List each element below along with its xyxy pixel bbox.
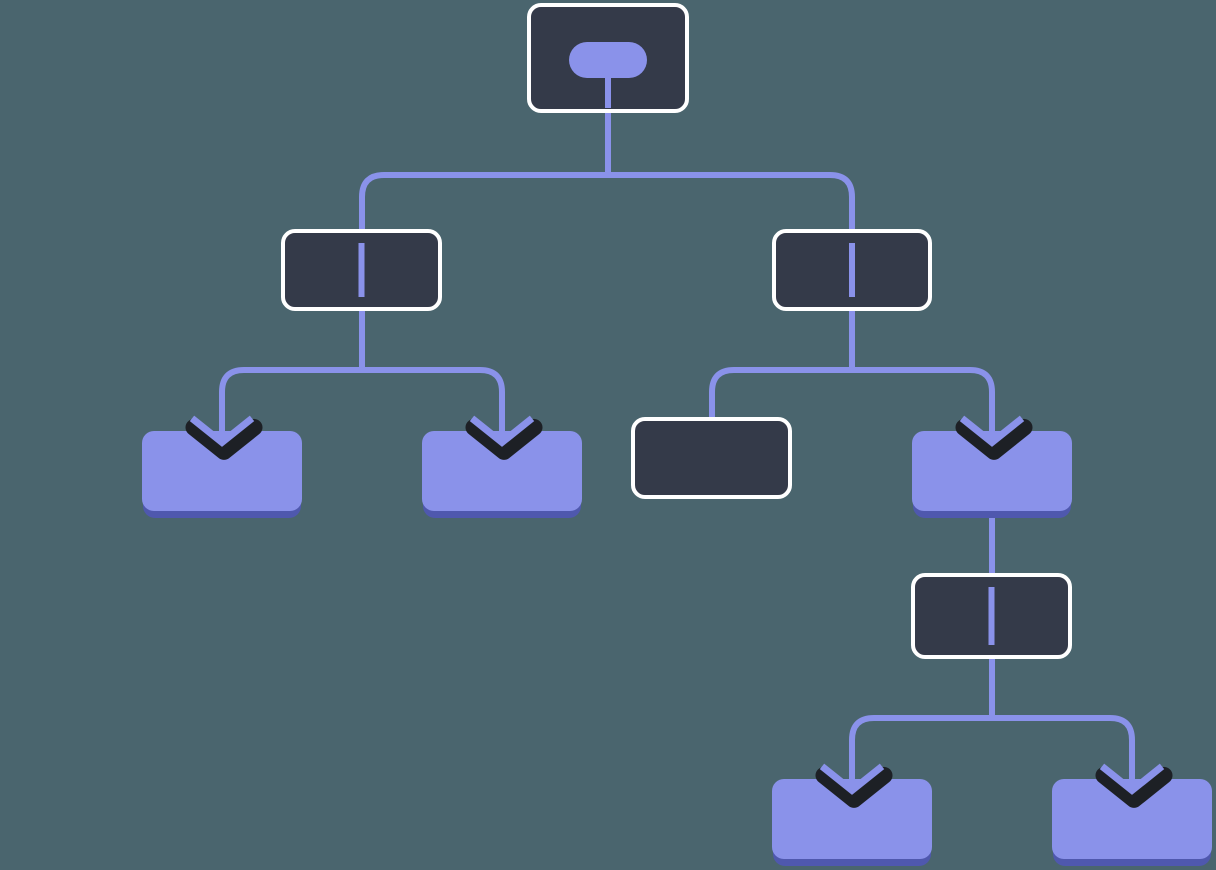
edge-level2-right-to-leaf-3 — [852, 367, 995, 436]
arrowhead-leaf-2-chevron — [469, 415, 535, 447]
root-node[interactable] — [527, 3, 689, 113]
leaf-node-4-body — [772, 779, 932, 859]
arrowhead-leaf-4 — [815, 763, 893, 808]
arrowhead-leaf-3-chevron — [959, 415, 1025, 447]
arrowhead-leaf-1-shadow — [185, 418, 263, 460]
level2-right-node[interactable] — [772, 229, 932, 311]
arrowhead-leaf-4-chevron — [819, 763, 885, 795]
edge-level2-right-to-empty-node — [709, 367, 852, 417]
leaf-node-2[interactable] — [422, 431, 582, 518]
empty-dark-node-body — [631, 417, 792, 499]
arrowhead-leaf-1 — [185, 415, 263, 460]
empty-dark-node[interactable] — [631, 417, 792, 499]
edge-root-to-level2-right — [608, 172, 855, 229]
level4-dark-node[interactable] — [911, 573, 1072, 659]
leaf-node-1-body — [142, 431, 302, 511]
arrowhead-leaf-5-shadow — [1095, 766, 1173, 808]
arrowhead-layer — [185, 415, 1173, 808]
node-layer — [142, 3, 1212, 866]
level2-left-node[interactable] — [281, 229, 442, 311]
edge-level2-left-to-leaf-1 — [219, 367, 362, 436]
arrowhead-leaf-5-chevron — [1099, 763, 1165, 795]
leaf-node-5[interactable] — [1052, 779, 1212, 866]
leaf-node-4[interactable] — [772, 779, 932, 866]
leaf-node-3-body — [912, 431, 1072, 511]
arrowhead-leaf-3 — [955, 415, 1033, 460]
arrowhead-leaf-2-shadow — [465, 418, 543, 460]
arrowhead-leaf-2 — [465, 415, 543, 460]
leaf-node-3[interactable] — [912, 431, 1072, 518]
edge-level4-to-leaf-5 — [992, 715, 1135, 784]
leaf-node-5-body — [1052, 779, 1212, 859]
edge-level2-left-to-leaf-2 — [362, 367, 505, 436]
edge-level4-to-leaf-4 — [849, 715, 992, 784]
leaf-node-1[interactable] — [142, 431, 302, 518]
leaf-node-2-body — [422, 431, 582, 511]
arrowhead-leaf-3-shadow — [955, 418, 1033, 460]
arrowhead-leaf-4-shadow — [815, 766, 893, 808]
root-node-pill-marker — [569, 42, 647, 78]
arrowhead-leaf-5 — [1095, 763, 1173, 808]
edge-root-to-level2-left — [359, 172, 608, 229]
arrowhead-leaf-1-chevron — [189, 415, 255, 447]
